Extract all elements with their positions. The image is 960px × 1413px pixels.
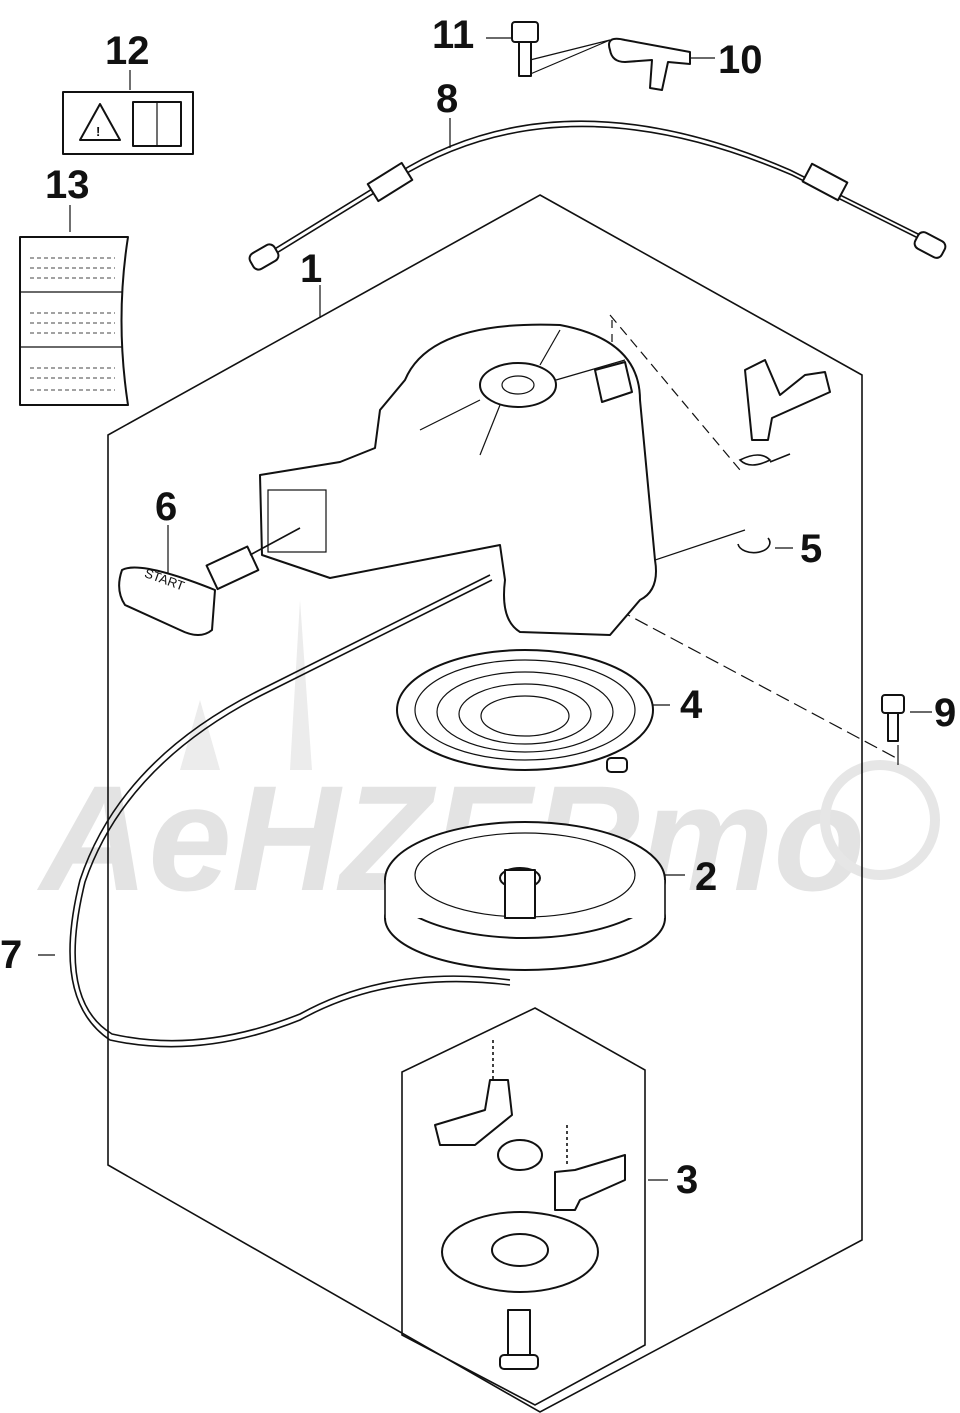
lever-spring-clip-5 [737,359,831,554]
assembly-outline [107,194,863,1413]
callout-2: 2 [695,855,717,899]
start-handle-6: START [118,527,301,636]
callout-labels: 1 2 3 4 5 6 7 8 9 10 11 12 13 [0,13,956,1202]
bolt-9 [881,694,905,765]
callout-9: 9 [934,691,956,735]
callout-5: 5 [800,527,822,571]
starter-rope-7 [69,574,511,1048]
callout-3: 3 [676,1158,698,1202]
callout-12: 12 [105,29,150,73]
starter-cable-8 [248,120,947,271]
callout-13: 13 [45,163,90,207]
callout-10: 10 [718,38,763,82]
warning-triangle-icon [79,103,121,141]
callout-6: 6 [155,485,177,529]
caution-decal-13 [19,236,129,406]
callout-8: 8 [436,77,458,121]
callout-1: 1 [300,247,322,291]
callout-11: 11 [432,13,474,57]
warning-label-12: ! [62,91,194,155]
rope-reel-2 [384,821,666,971]
svg-text:!: ! [96,124,100,139]
starter-housing-1 [259,323,657,636]
spiral-spring-4 [396,649,654,773]
bolt-11 [511,21,539,77]
bracket-10 [608,37,691,91]
ratchet-subassembly-outline [401,1007,646,1406]
ratchet-assembly-3 [434,1040,626,1370]
callout-4: 4 [680,683,703,727]
callout-7: 7 [0,933,22,977]
